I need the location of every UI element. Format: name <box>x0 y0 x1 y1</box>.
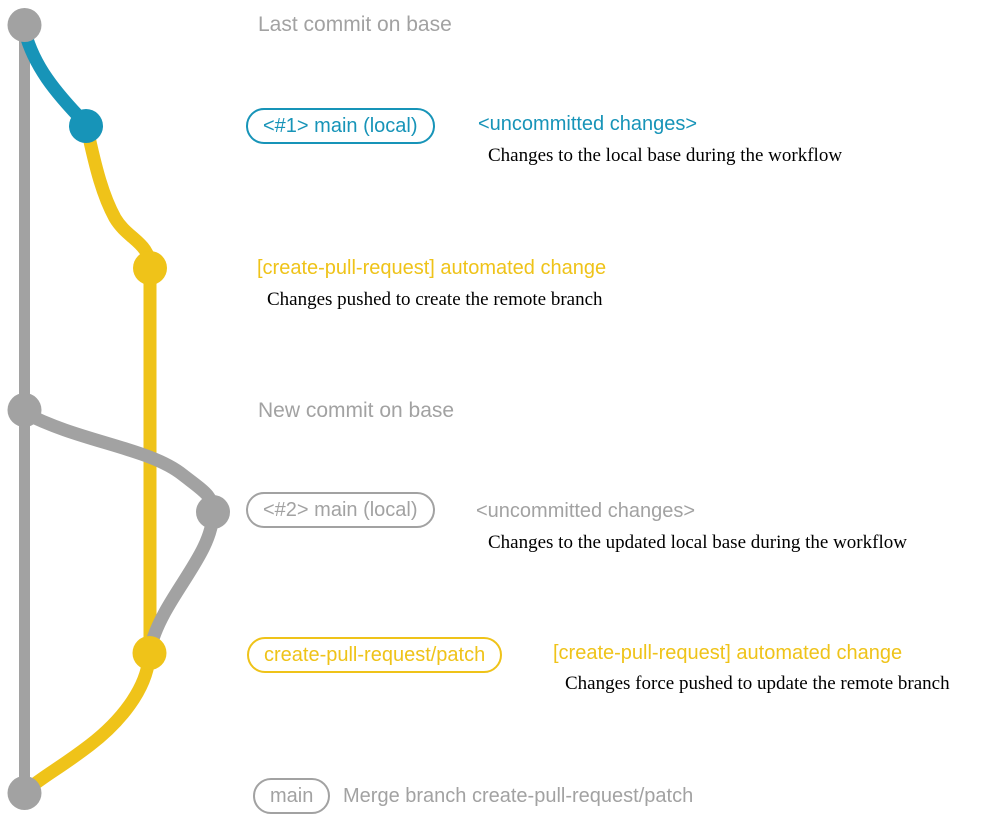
branch-line-patch-upper <box>80 121 157 275</box>
message-pr1-uncommitted-changes: <uncommitted changes> <box>478 113 698 135</box>
commit-dot-main-local-1 <box>69 109 103 143</box>
message-push2-automated-change: [create-pull-request] automated change <box>553 642 903 664</box>
label-last-commit-on-base: Last commit on base <box>258 13 452 36</box>
badge-pr2-main-local: <#2> main (local) <box>246 492 435 528</box>
badge-pr1-main-local: <#1> main (local) <box>246 108 435 144</box>
commit-dot-merge <box>7 776 42 810</box>
commit-dot-last-base <box>7 8 42 42</box>
badge-create-pull-request-patch: create-pull-request/patch <box>247 637 503 673</box>
commit-graph <box>7 8 230 810</box>
message-push1-automated-change: [create-pull-request] automated change <box>257 257 607 279</box>
badge-main: main <box>253 778 331 814</box>
message-merge-branch: Merge branch create-pull-request/patch <box>343 785 694 807</box>
commit-dot-patch-2 <box>132 636 167 670</box>
commit-dot-patch-1 <box>133 251 167 285</box>
description-pr2: Changes to the updated local base during… <box>488 532 907 553</box>
label-new-commit-on-base: New commit on base <box>258 399 455 422</box>
message-pr2-uncommitted-changes: <uncommitted changes> <box>476 500 696 522</box>
branch-line-main-local-1 <box>18 25 91 129</box>
commit-dot-new-base <box>7 393 42 427</box>
merge-line-patch-to-main <box>20 651 156 797</box>
commit-dot-main-local-2 <box>196 495 230 529</box>
description-push1: Changes pushed to create the remote bran… <box>267 289 603 310</box>
description-pr1: Changes to the local base during the wor… <box>488 145 843 166</box>
branch-line-main-local-2 <box>18 406 220 652</box>
description-push2: Changes force pushed to update the remot… <box>565 673 950 694</box>
